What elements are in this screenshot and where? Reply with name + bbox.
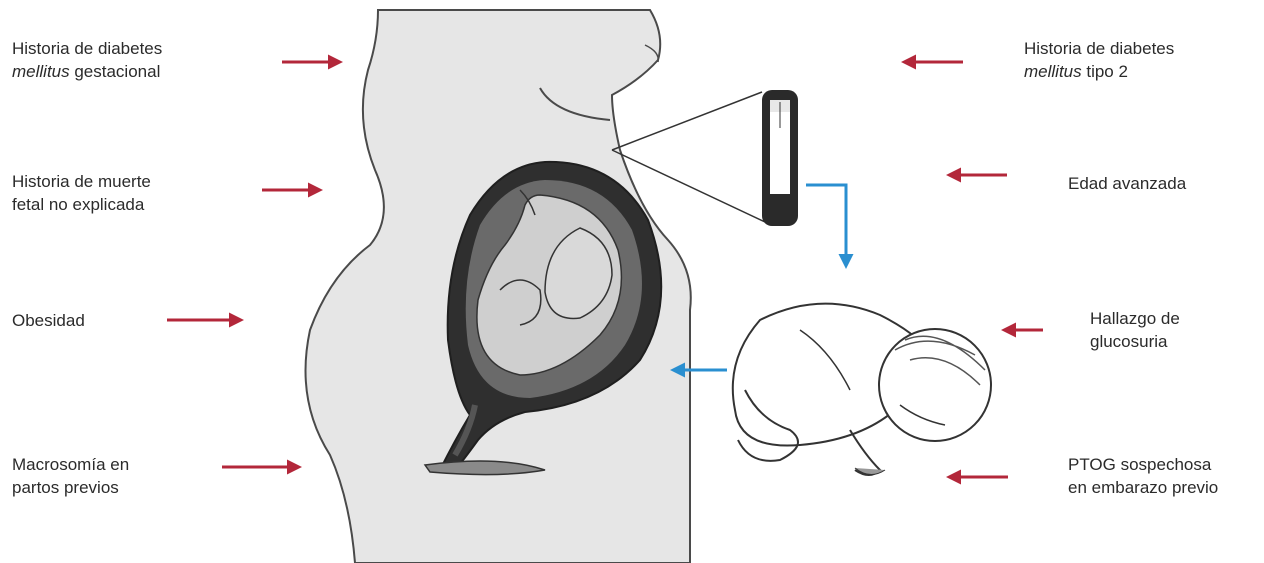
label-gdm-history-line1: Historia de diabetes (12, 37, 162, 60)
label-obesity: Obesidad (12, 309, 85, 332)
label-macrosomia-line1: Macrosomía en (12, 453, 129, 476)
label-gdm-history-rest: gestacional (70, 62, 161, 81)
label-obesity-line1: Obesidad (12, 309, 85, 332)
label-macrosomia-line2: partos previos (12, 476, 129, 499)
label-dm2-history-line2: mellitus tipo 2 (1024, 60, 1174, 83)
label-ptog-line1: PTOG sospechosa (1068, 453, 1218, 476)
macrosomic-newborn-illustration (733, 304, 991, 475)
label-fetal-death-line2: fetal no explicada (12, 193, 151, 216)
label-macrosomia: Macrosomía en partos previos (12, 453, 129, 499)
blue-arrow-tube-to-baby (806, 185, 846, 266)
label-glucosuria-line1: Hallazgo de (1090, 307, 1180, 330)
label-ptog: PTOG sospechosa en embarazo previo (1068, 453, 1218, 499)
label-dm2-history: Historia de diabetes mellitus tipo 2 (1024, 37, 1174, 83)
label-dm2-history-italic: mellitus (1024, 62, 1082, 81)
label-fetal-death: Historia de muerte fetal no explicada (12, 170, 151, 216)
label-advanced-age: Edad avanzada (1068, 172, 1186, 195)
blood-test-tube-icon (762, 90, 798, 226)
label-ptog-line2: en embarazo previo (1068, 476, 1218, 499)
label-dm2-history-line1: Historia de diabetes (1024, 37, 1174, 60)
label-gdm-history-italic: mellitus (12, 62, 70, 81)
label-advanced-age-line1: Edad avanzada (1068, 172, 1186, 195)
label-glucosuria: Hallazgo de glucosuria (1090, 307, 1180, 353)
label-gdm-history: Historia de diabetes mellitus gestaciona… (12, 37, 162, 83)
label-fetal-death-line1: Historia de muerte (12, 170, 151, 193)
label-gdm-history-line2: mellitus gestacional (12, 60, 162, 83)
label-glucosuria-line2: glucosuria (1090, 330, 1180, 353)
label-dm2-history-rest: tipo 2 (1082, 62, 1128, 81)
